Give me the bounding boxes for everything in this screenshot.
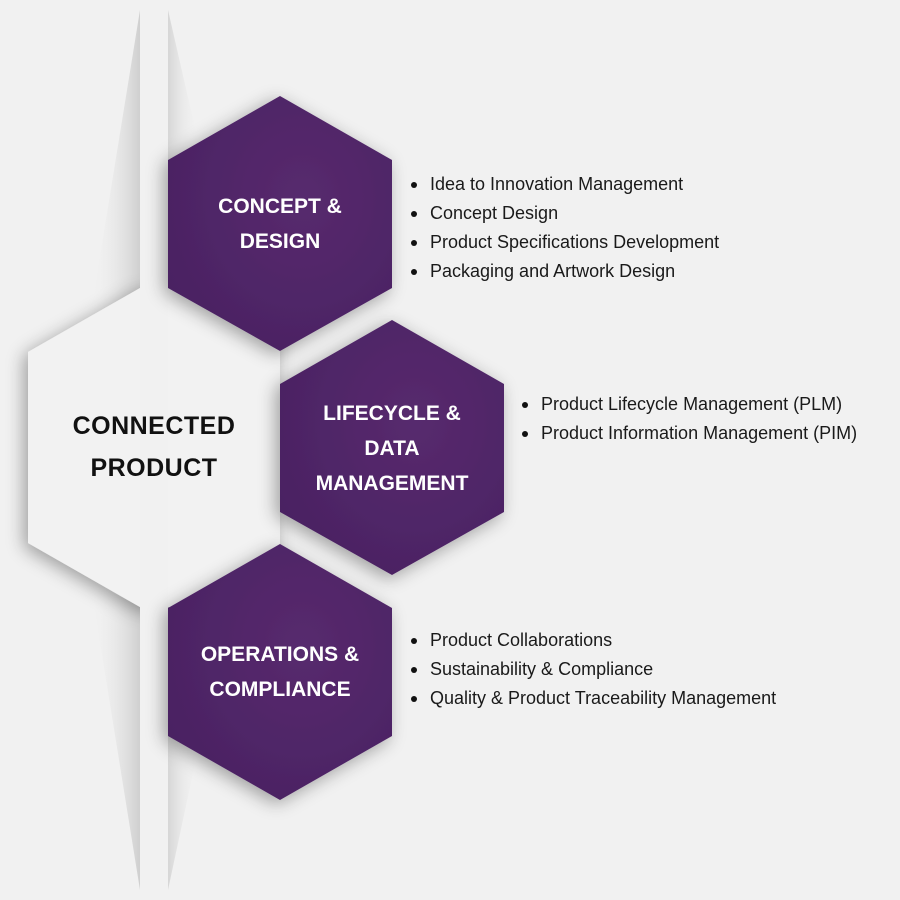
concept-design-title: CONCEPT & DESIGN <box>168 160 392 288</box>
shadow-strip-top-left <box>90 10 140 318</box>
center-strip <box>140 0 168 900</box>
list-item: Product Specifications Development <box>409 228 849 257</box>
list-item: Quality & Product Traceability Managemen… <box>409 684 879 713</box>
center-title-line1: CONNECTED <box>72 412 236 440</box>
list-item: Concept Design <box>409 199 849 228</box>
title-line: DATA <box>364 436 420 460</box>
hexagon-concept-design[interactable] <box>168 96 392 351</box>
list-item: Product Collaborations <box>409 626 879 655</box>
concept-design-list: Idea to Innovation Management Concept De… <box>409 170 849 286</box>
lifecycle-data-title: LIFECYCLE & DATA MANAGEMENT <box>280 384 504 512</box>
list-item: Idea to Innovation Management <box>409 170 849 199</box>
title-line: CONCEPT & <box>218 195 342 218</box>
shadow-strip-bottom-left <box>90 580 140 890</box>
center-title: CONNECTED PRODUCT <box>28 405 280 489</box>
list-item: Packaging and Artwork Design <box>409 257 849 286</box>
title-line: LIFECYCLE & <box>323 401 461 425</box>
title-line: COMPLIANCE <box>209 678 351 701</box>
title-line: MANAGEMENT <box>315 471 469 495</box>
lifecycle-data-list: Product Lifecycle Management (PLM) Produ… <box>520 390 885 448</box>
list-item: Sustainability & Compliance <box>409 655 879 684</box>
operations-compliance-list: Product Collaborations Sustainability & … <box>409 626 879 713</box>
hexagon-lifecycle-data[interactable] <box>280 320 504 575</box>
list-item: Product Lifecycle Management (PLM) <box>520 390 885 419</box>
title-line: DESIGN <box>239 230 321 253</box>
center-title-line2: PRODUCT <box>90 454 218 482</box>
title-line: OPERATIONS & <box>200 643 360 666</box>
hexagon-operations-compliance[interactable] <box>168 544 392 800</box>
list-item: Product Information Management (PIM) <box>520 419 885 448</box>
operations-compliance-title: OPERATIONS & COMPLIANCE <box>168 608 392 736</box>
